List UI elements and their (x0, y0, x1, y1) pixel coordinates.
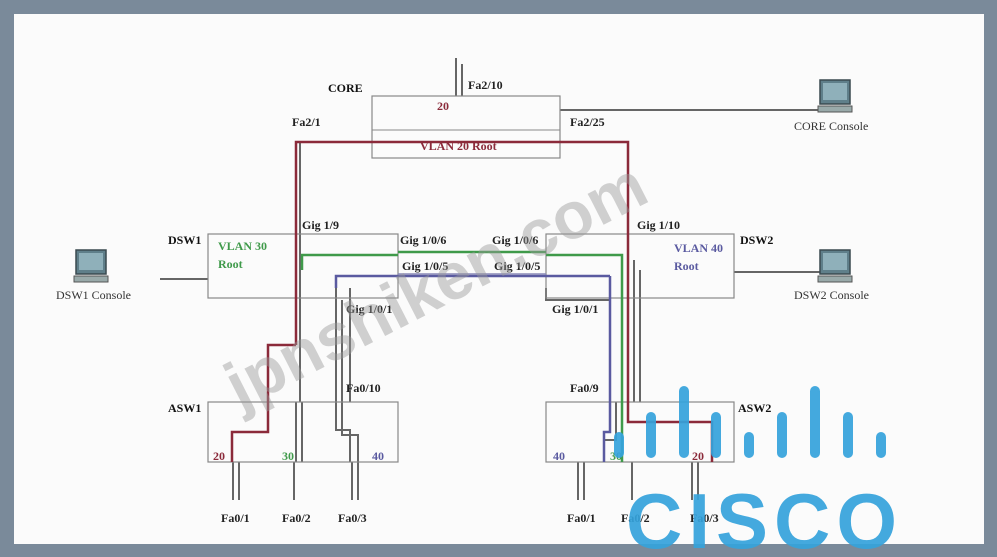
dsw1-root-line1: VLAN 30 (218, 239, 267, 253)
cisco-logo-icon (614, 386, 886, 458)
asw2-switch (545, 401, 735, 463)
asw1-label: ASW1 (168, 401, 201, 415)
dsw1-console-label: DSW1 Console (56, 288, 131, 302)
dsw1-label: DSW1 (168, 233, 201, 247)
dsw2-console-pc-icon (817, 249, 853, 283)
dsw2-label: DSW2 (740, 233, 773, 247)
port-dsw2-gig1-10: Gig 1/10 (637, 218, 680, 232)
vlan40-path (334, 273, 612, 462)
port-dsw1-gig1-0-5: Gig 1/0/5 (402, 259, 448, 273)
port-asw2-fa0-9: Fa0/9 (570, 381, 599, 395)
port-dsw2-gig1-0-5: Gig 1/0/5 (494, 259, 540, 273)
port-dsw2-gig1-0-6: Gig 1/0/6 (492, 233, 538, 247)
core-label: CORE (328, 81, 363, 95)
core-switch (371, 95, 561, 159)
core-console-label: CORE Console (794, 119, 868, 133)
asw1-vlan-40: 40 (372, 449, 384, 463)
dsw2-root-line2: Root (674, 259, 699, 273)
asw1-vlan-30: 30 (282, 449, 294, 463)
cisco-logo-wordmark: CISCO (626, 477, 903, 557)
port-asw1-fa0-3: Fa0/3 (338, 511, 367, 525)
dsw1-console-pc-icon (73, 249, 109, 283)
core-vlan-tag: 20 (437, 99, 449, 113)
port-asw2-fa0-2: Fa0/2 (621, 511, 650, 525)
asw2-vlan-20: 20 (692, 449, 704, 463)
dsw1-root-line2: Root (218, 257, 243, 271)
dsw1-switch (207, 233, 399, 299)
port-asw1-fa0-1: Fa0/1 (221, 511, 250, 525)
port-dsw1-gig1-9: Gig 1/9 (302, 218, 339, 232)
port-dsw2-gig1-0-1: Gig 1/0/1 (552, 302, 598, 316)
dsw2-root-line1: VLAN 40 (674, 241, 723, 255)
port-core-fa2-10: Fa2/10 (468, 78, 503, 92)
vlan30-path (300, 250, 624, 462)
port-asw1-fa0-10: Fa0/10 (346, 381, 381, 395)
port-core-fa2-25: Fa2/25 (570, 115, 605, 129)
core-console-pc-icon (817, 79, 853, 113)
asw2-label: ASW2 (738, 401, 771, 415)
asw1-vlan-20: 20 (213, 449, 225, 463)
port-dsw1-gig1-0-1: Gig 1/0/1 (346, 302, 392, 316)
port-asw2-fa0-3: Fa0/3 (690, 511, 719, 525)
asw1-switch (207, 401, 399, 463)
core-root-label: VLAN 20 Root (420, 139, 497, 153)
dsw2-switch (545, 233, 735, 299)
port-dsw1-gig1-0-6: Gig 1/0/6 (400, 233, 446, 247)
port-asw1-fa0-2: Fa0/2 (282, 511, 311, 525)
port-asw2-fa0-1: Fa0/1 (567, 511, 596, 525)
port-core-fa2-1: Fa2/1 (292, 115, 321, 129)
grey-cables (160, 58, 822, 500)
asw2-vlan-40: 40 (553, 449, 565, 463)
dsw2-console-label: DSW2 Console (794, 288, 869, 302)
